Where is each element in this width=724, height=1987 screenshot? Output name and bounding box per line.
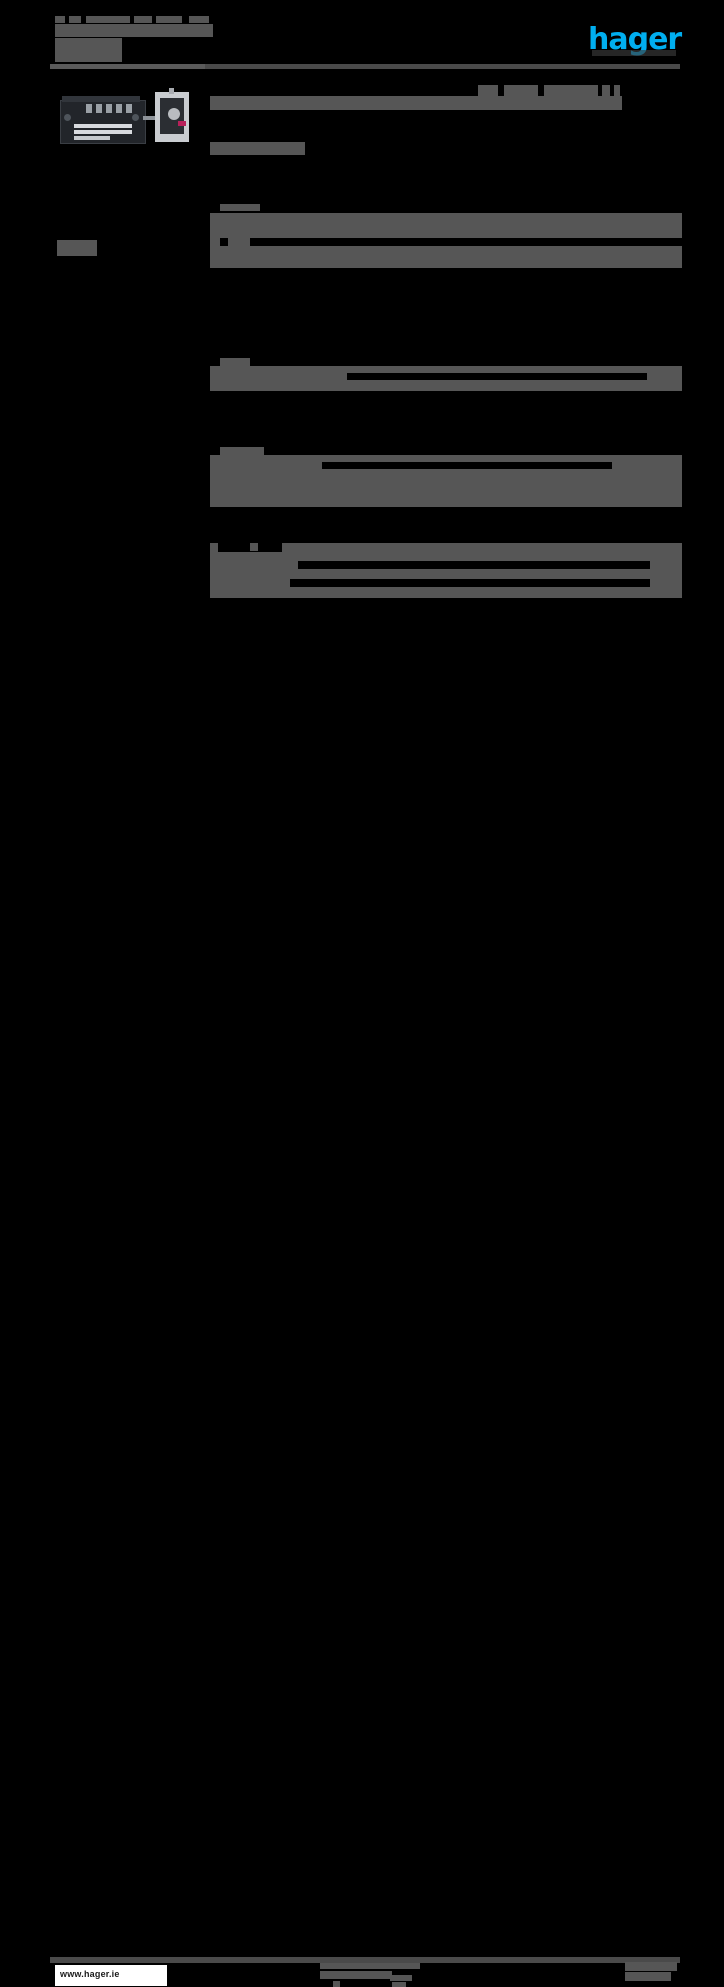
footer-center-page-marker (333, 1981, 340, 1987)
section-3-row-3-marker (210, 487, 218, 496)
product-module-label-1 (74, 124, 132, 128)
header-divider-accent (50, 64, 205, 69)
main-heading-code-d (602, 85, 610, 96)
section-3-block-2 (210, 552, 682, 598)
hager-logo: hager (588, 25, 682, 55)
section-2-row-1-marker (210, 372, 218, 381)
document-title (55, 16, 235, 62)
section-2 (210, 213, 682, 391)
product-module-screw-left (64, 114, 71, 121)
section-1-block (210, 213, 682, 238)
main-heading (210, 96, 622, 110)
main-subheading-row (210, 111, 682, 155)
footer-center-line-3 (390, 1975, 412, 1981)
product-photo (56, 88, 201, 150)
section-1 (210, 137, 682, 268)
section-3 (210, 261, 682, 598)
document-title-line-2 (55, 24, 213, 37)
section-3-row-6-leader (290, 579, 650, 587)
section-3-row-5-leader (298, 561, 650, 569)
product-module-terminal-5 (126, 104, 132, 113)
product-cable (143, 116, 159, 120)
product-module-terminal-4 (116, 104, 122, 113)
product-module-label-3 (74, 136, 110, 140)
document-title-line-1-e (156, 16, 182, 23)
document-title-line-1-b (69, 16, 81, 23)
section-1-row-2-label (210, 226, 268, 238)
section-2-row-1-leader (347, 373, 647, 380)
section-1-row-3-marker (210, 238, 220, 246)
product-module-screw-right (132, 114, 139, 121)
header-divider (50, 64, 680, 69)
product-sensor-dial (168, 108, 180, 120)
footer-center-line-1 (320, 1963, 420, 1969)
section-2-title (220, 358, 250, 366)
section-3-row-1-marker (210, 461, 218, 470)
footer-right-line-1 (625, 1962, 677, 1971)
document-title-line-1 (55, 16, 65, 23)
footer-center-line-4 (392, 1982, 406, 1987)
product-module-terminal-1 (86, 104, 92, 113)
section-3-row-5-marker (210, 560, 218, 569)
main-heading-code-e (614, 85, 620, 96)
main-heading-row (210, 85, 682, 111)
document-title-line-1-d (134, 16, 152, 23)
footer-center-line-2 (320, 1971, 392, 1979)
section-3-row-4-marker (210, 543, 218, 552)
footer-right-text (625, 1962, 683, 1982)
section-3-title (220, 447, 264, 455)
footer-center-text (320, 1963, 430, 1987)
content-column (210, 85, 682, 598)
section-1-row-1-label (210, 213, 268, 225)
section-3-row-1-leader (322, 462, 612, 469)
main-subheading (210, 142, 305, 155)
left-column-label (57, 240, 97, 256)
footer-url-box[interactable]: www.hager.ie (55, 1965, 167, 1986)
product-sensor-indicator (178, 121, 186, 126)
section-1-title (220, 204, 260, 211)
product-module-terminal-3 (106, 104, 112, 113)
section-3-row-4-label (250, 543, 258, 551)
product-sensor-stem (169, 88, 174, 94)
hager-logo-shadow (592, 50, 676, 56)
page-footer: www.hager.ie (0, 975, 724, 1987)
document-title-line-1-f (189, 16, 209, 23)
document-title-line-3-b (55, 38, 122, 48)
main-heading-code-a (478, 85, 498, 96)
section-1-row-divider (210, 238, 682, 246)
footer-right-line-2 (625, 1972, 671, 1981)
product-module-top-edge (62, 96, 140, 102)
document-title-line-1-c (86, 16, 130, 23)
section-3-row-2-marker (210, 474, 218, 483)
product-module-terminal-2 (96, 104, 102, 113)
page-header: hager (0, 0, 724, 72)
section-3-row-4-value (282, 543, 682, 552)
section-1-row-3-label (228, 238, 250, 246)
section-1-block-2 (210, 246, 682, 268)
main-heading-code-c (544, 85, 598, 96)
footer-url-link[interactable]: www.hager.ie (60, 1969, 120, 1979)
main-heading-code-b (504, 85, 538, 96)
product-module-label-2 (74, 130, 132, 134)
section-3-row-6-marker (210, 578, 218, 587)
hager-logo-text: hager (588, 22, 682, 57)
